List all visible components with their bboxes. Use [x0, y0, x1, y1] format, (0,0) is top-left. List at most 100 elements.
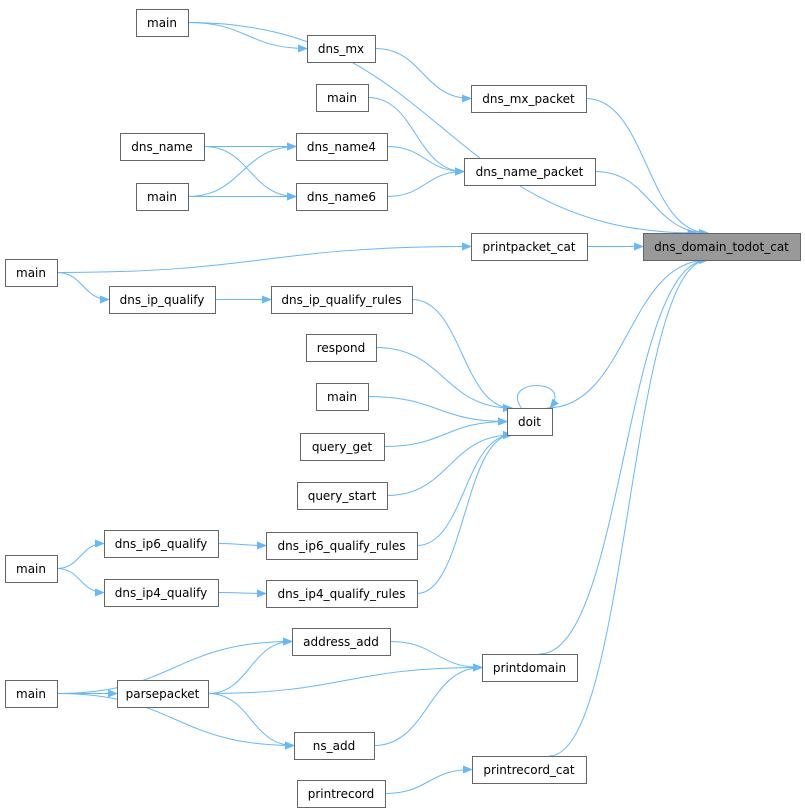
call-edge-dns_ip_qualify_rules-to-doit [411, 299, 513, 412]
graph-node-dns-ip-qualify[interactable]: dns_ip_qualify [109, 286, 216, 314]
call-edge-parsepacket-to-printdomain [207, 663, 483, 694]
node-box [316, 383, 369, 411]
graph-node-main-c[interactable]: main [136, 183, 189, 211]
node-label: dns_ip4_qualify_rules [278, 587, 406, 601]
graph-node-main-f[interactable]: main [5, 555, 58, 583]
node-label: dns_domain_todot_cat [654, 240, 789, 254]
node-box [5, 259, 58, 287]
call-edge-doit-to-doit [517, 385, 559, 409]
node-label: dns_ip4_qualify [115, 586, 207, 600]
node-label: main [327, 91, 357, 105]
graph-node-query-get[interactable]: query_get [300, 433, 385, 461]
node-box [643, 233, 801, 261]
call-edge-main_b-to-dns_name_packet [367, 97, 465, 176]
graph-node-dns-name[interactable]: dns_name [120, 133, 205, 161]
node-box [307, 35, 376, 63]
graph-node-query-start[interactable]: query_start [297, 482, 388, 510]
node-label: printdomain [493, 661, 566, 675]
node-box [472, 756, 587, 784]
call-edge-main_f-to-dns_ip6_qualify [56, 539, 105, 569]
call-edge-main_e-to-doit [367, 396, 508, 426]
call-edge-dns_ip6_qualify_rules-to-doit [416, 431, 513, 546]
call-edge-dns_mx_packet-to-dns_domain_todot_cat [585, 98, 709, 237]
graph-node-main-d[interactable]: main [5, 259, 58, 287]
graph-node-respond[interactable]: respond [306, 334, 377, 362]
graph-node-main-a[interactable]: main [136, 9, 189, 37]
node-label: printrecord_cat [483, 763, 574, 777]
node-label: main [147, 190, 177, 204]
node-box [471, 85, 587, 113]
node-label: dns_name_packet [476, 165, 584, 179]
node-label: main [16, 266, 46, 280]
graph-node-dns-mx[interactable]: dns_mx [307, 35, 376, 63]
graph-node-dns-name-packet[interactable]: dns_name_packet [464, 158, 596, 186]
node-label: dns_name [131, 140, 193, 154]
node-box [482, 654, 578, 682]
call-edge-dns_mx-to-dns_mx_packet [374, 48, 472, 103]
node-label: respond [317, 341, 366, 355]
graph-node-dns-ip-qualify-rules[interactable]: dns_ip_qualify_rules [271, 286, 413, 314]
node-label: dns_ip6_qualify [115, 537, 207, 551]
call-edge-dns_ip4_qualify-to-dns_ip4_qualify_rules [217, 589, 267, 598]
node-label: dns_ip6_qualify_rules [278, 539, 406, 553]
call-edge-main_a-to-dns_domain_todot_cat [187, 22, 698, 237]
node-box [104, 579, 219, 607]
call-edge-main_f-to-dns_ip4_qualify [56, 568, 105, 597]
node-box [136, 9, 189, 37]
node-box [300, 433, 385, 461]
node-box [296, 183, 388, 211]
call-edge-printrecord-to-printrecord_cat [384, 765, 473, 794]
graph-node-main-e[interactable]: main [316, 383, 369, 411]
graph-node-printrecord-cat[interactable]: printrecord_cat [472, 756, 587, 784]
graph-node-address-add[interactable]: address_add [292, 628, 391, 656]
graph-node-printdomain[interactable]: printdomain [482, 654, 578, 682]
node-box [297, 780, 386, 808]
graph-node-main-b[interactable]: main [316, 84, 369, 112]
graph-node-dns-ip6-qualify[interactable]: dns_ip6_qualify [104, 530, 219, 558]
graph-node-dns-domain-todot-cat[interactable]: dns_domain_todot_cat [643, 233, 801, 261]
node-label: dns_name6 [307, 190, 376, 204]
node-label: parsepacket [126, 687, 200, 701]
node-label: main [147, 16, 177, 30]
node-box [104, 530, 219, 558]
node-box [271, 286, 413, 314]
node-box [294, 732, 375, 760]
graph-node-parsepacket[interactable]: parsepacket [117, 680, 209, 708]
call-edge-main_d-to-printpacket_cat [56, 242, 472, 273]
node-box [471, 233, 588, 261]
node-box [292, 628, 391, 656]
call-edge-dns_name4-to-dns_name_packet [386, 146, 465, 176]
node-box [306, 334, 377, 362]
call-edge-printdomain-to-dns_domain_todot_cat [539, 256, 709, 655]
call-edge-doit-to-dns_domain_todot_cat [546, 256, 709, 409]
node-label: printrecord [308, 787, 375, 801]
node-label: main [16, 687, 46, 701]
node-box [5, 680, 58, 708]
graph-node-dns-ip4-qualify[interactable]: dns_ip4_qualify [104, 579, 219, 607]
call-edge-dns_ip4_qualify_rules-to-doit [416, 431, 513, 594]
graph-node-printpacket-cat[interactable]: printpacket_cat [471, 233, 588, 261]
node-box [266, 532, 418, 560]
node-label: address_add [303, 635, 379, 649]
call-edge-parsepacket-to-address_add [207, 637, 293, 694]
graph-node-dns-mx-packet[interactable]: dns_mx_packet [471, 85, 587, 113]
node-label: dns_mx_packet [482, 92, 575, 106]
graph-node-ns-add[interactable]: ns_add [294, 732, 375, 760]
call-edge-main_c-to-dns_name4 [187, 142, 297, 197]
graph-node-dns-ip4-qualify-rules[interactable]: dns_ip4_qualify_rules [266, 580, 418, 608]
graph-node-printrecord[interactable]: printrecord [297, 780, 386, 808]
graph-node-doit[interactable]: doit [507, 408, 553, 436]
node-box [120, 133, 205, 161]
node-box [109, 286, 216, 314]
graph-node-dns-name6[interactable]: dns_name6 [296, 183, 388, 211]
graph-node-dns-ip6-qualify-rules[interactable]: dns_ip6_qualify_rules [266, 532, 418, 560]
graph-node-main-g[interactable]: main [5, 680, 58, 708]
call-edge-query_get-to-doit [383, 417, 508, 447]
call-edge-dns_name_packet-to-dns_domain_todot_cat [594, 171, 709, 237]
call-edge-dns_name-to-dns_name6 [203, 146, 297, 201]
call-edge-respond-to-doit [375, 347, 513, 412]
call-edge-main_g-to-address_add [56, 637, 293, 694]
graph-node-dns-name4[interactable]: dns_name4 [296, 133, 388, 161]
node-box [266, 580, 418, 608]
node-label: dns_ip_qualify_rules [281, 293, 401, 307]
